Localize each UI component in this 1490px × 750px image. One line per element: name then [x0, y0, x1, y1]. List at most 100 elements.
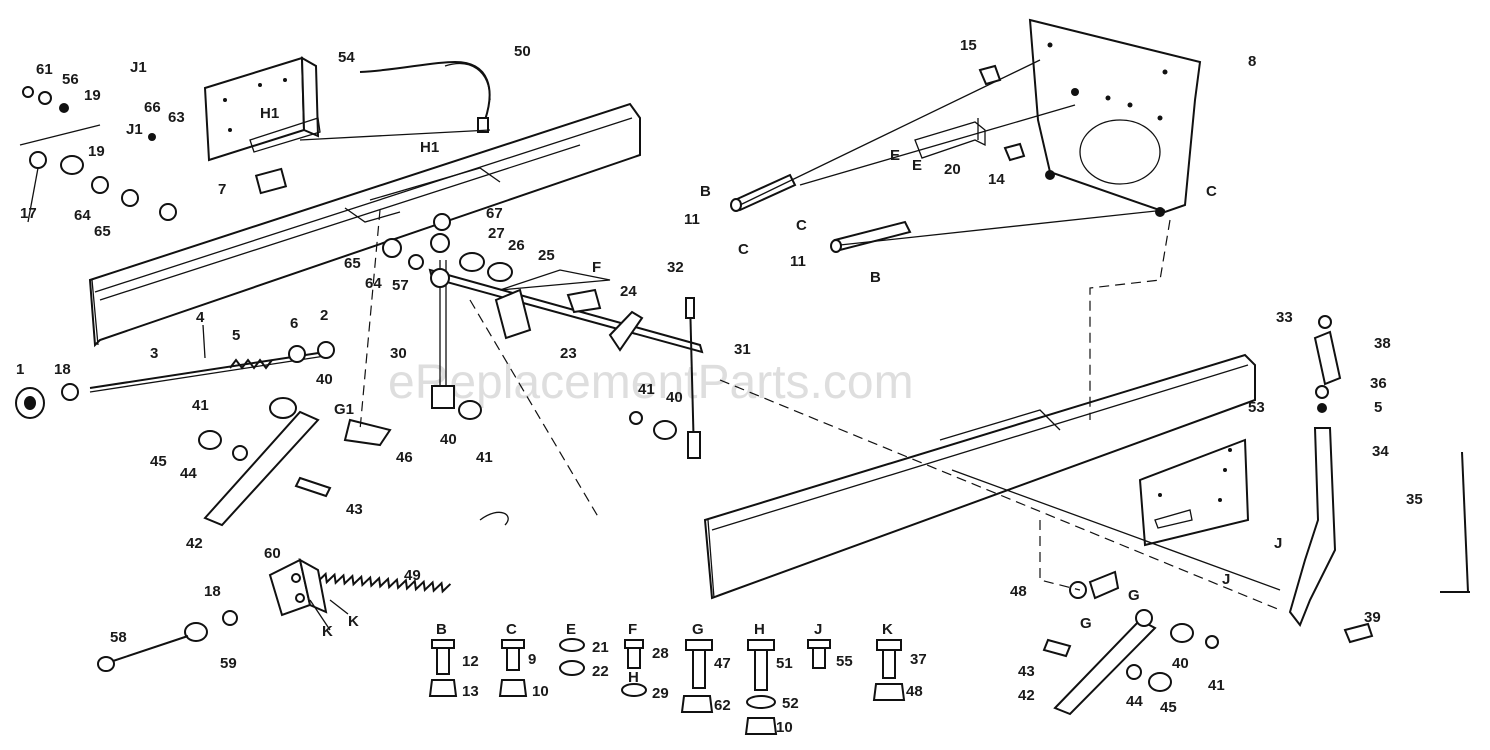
callout-18b: 18: [204, 583, 221, 600]
hardware-cluster-top-left: [19, 86, 177, 223]
callout-43b: 43: [1018, 663, 1035, 680]
hardware-legend-labels: B 12 13 C 9 10 E 21 22 F 28 29 H G 47 62…: [436, 621, 927, 736]
callout-k2: K: [348, 613, 359, 630]
callout-e2: E: [912, 157, 922, 174]
mounting-plate-8: [1028, 18, 1202, 217]
hw-b-part1: 12: [462, 653, 479, 670]
callout-56: 56: [62, 71, 79, 88]
hw-b-letter: B: [436, 621, 447, 638]
hw-e-part1: 21: [592, 639, 609, 656]
hardware-group-f: [621, 639, 647, 697]
callout-11: 11: [684, 211, 700, 228]
rod-31: [685, 297, 701, 459]
callout-49: 49: [404, 567, 421, 584]
pivot-shaft-assembly: [382, 213, 704, 409]
callout-5b: 5: [1374, 399, 1382, 416]
callout-h1: H1: [260, 105, 279, 122]
callout-44: 44: [180, 465, 197, 482]
plate-53: [1138, 438, 1250, 547]
hardware-group-j: [807, 639, 831, 669]
left-frame-rail: [88, 102, 641, 348]
washer-40: [458, 400, 482, 420]
callout-44b: 44: [1126, 693, 1143, 710]
hw-f-letter: F: [628, 621, 637, 638]
callout-40c: 40: [666, 389, 683, 406]
callout-65b: 65: [344, 255, 361, 272]
callout-61: 61: [36, 61, 53, 78]
callout-50: 50: [514, 43, 531, 60]
callout-23: 23: [560, 345, 577, 362]
hardware-group-e: [559, 638, 585, 676]
callout-1: 1: [16, 361, 24, 378]
callout-j1b: J1: [126, 121, 143, 138]
callout-26: 26: [508, 237, 525, 254]
callout-19: 19: [84, 87, 101, 104]
hardware-group-c: [498, 639, 528, 697]
hw-h-part1: 51: [776, 655, 793, 672]
callout-b1: B: [700, 183, 711, 200]
hardware-group-g: [680, 639, 714, 713]
cable-50: [359, 60, 491, 133]
hw-h-part3: 10: [776, 719, 793, 736]
callout-40b: 40: [440, 431, 457, 448]
bolt-14: [1003, 142, 1026, 162]
hw-g-part1: 47: [714, 655, 731, 672]
spring-49: [299, 511, 509, 594]
callout-41: 41: [192, 397, 209, 414]
bracket-60: [97, 558, 349, 672]
callout-60: 60: [264, 545, 281, 562]
hw-e-letter: E: [566, 621, 576, 638]
callout-17: 17: [20, 205, 37, 222]
hardware-group-k: [872, 639, 906, 701]
callout-f: F: [592, 259, 601, 276]
hardware-group-h: [744, 639, 778, 735]
hw-h-letter-inner: H: [628, 669, 639, 686]
callout-33: 33: [1276, 309, 1293, 326]
callout-25: 25: [538, 247, 555, 264]
callout-67: 67: [486, 205, 503, 222]
callout-24: 24: [620, 283, 637, 300]
right-frame-rail: [703, 353, 1256, 600]
callout-38: 38: [1374, 335, 1391, 352]
hw-k-letter: K: [882, 621, 893, 638]
callout-64: 64: [74, 207, 91, 224]
callout-3: 3: [150, 345, 158, 362]
callout-35: 35: [1406, 491, 1423, 508]
callout-c2: C: [738, 241, 749, 258]
hw-g-part2: 62: [714, 697, 731, 714]
lever-42-right: [1042, 570, 1219, 716]
hw-f-part1: 28: [652, 645, 669, 662]
callout-64b: 64: [365, 275, 382, 292]
bracket-20: [914, 118, 986, 159]
callout-4: 4: [196, 309, 205, 326]
callout-e1: E: [890, 147, 900, 164]
rod-3-assembly: [15, 324, 335, 419]
callout-46: 46: [396, 449, 413, 466]
callout-6: 6: [290, 315, 298, 332]
callout-j2: J: [1274, 535, 1282, 552]
callout-g1: G1: [334, 401, 354, 418]
hw-b-part2: 13: [462, 683, 479, 700]
callout-32: 32: [667, 259, 684, 276]
callout-31: 31: [734, 341, 751, 358]
callout-34: 34: [1372, 443, 1389, 460]
lever-34: [1288, 315, 1374, 644]
callout-c1: C: [796, 217, 807, 234]
callout-19b: 19: [88, 143, 105, 160]
hw-j-letter: J: [814, 621, 822, 638]
callout-65: 65: [94, 223, 111, 240]
callout-54: 54: [338, 49, 355, 66]
bracket-plate-54: [203, 56, 321, 162]
callout-41c: 41: [638, 381, 655, 398]
hw-h-letter: H: [754, 621, 765, 638]
part-7: [254, 167, 288, 195]
hardware-group-b: [428, 639, 458, 697]
callout-63: 63: [168, 109, 185, 126]
hw-c-part2: 10: [532, 683, 549, 700]
hw-k-part1: 37: [910, 651, 927, 668]
lever-42-left: [198, 397, 392, 527]
callout-41b: 41: [476, 449, 493, 466]
callout-41d: 41: [1208, 677, 1225, 694]
callout-labels: 61 56 19 J1 54 50 H1 H1 J1 66 63 19 17 6…: [16, 37, 1423, 716]
